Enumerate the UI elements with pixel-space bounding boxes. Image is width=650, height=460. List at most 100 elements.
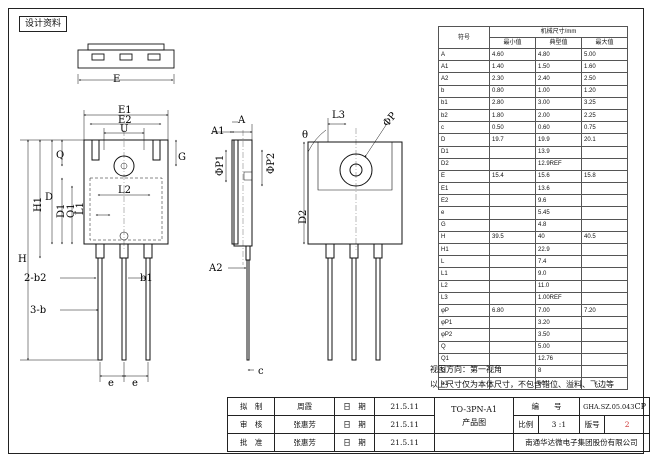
code-suffix: CP	[634, 402, 646, 411]
date-2: 21.5.11	[373, 415, 436, 434]
table-cell-value: 7.4	[535, 255, 582, 269]
front-view	[83, 130, 169, 361]
table-cell-symbol: E1	[438, 182, 490, 196]
table-cell-value: 40	[535, 230, 582, 245]
note-view-direction: 视图方向：第一视角	[430, 365, 502, 374]
table-cell-value: 2.40	[535, 72, 582, 86]
table-cell-value: 0.50	[489, 121, 536, 135]
label-scale: 比例	[512, 415, 539, 434]
dim-A: A	[237, 115, 246, 126]
table-cell-symbol: b2	[438, 108, 490, 123]
table-cell-value	[581, 340, 628, 354]
table-cell-value: 1.50	[535, 60, 582, 74]
drawing-frame	[8, 8, 644, 454]
table-cell-value	[489, 255, 536, 269]
header-typ: 典型值	[535, 37, 582, 49]
dim-P1: ΦP1	[215, 155, 226, 176]
dim-L1: L1	[75, 202, 86, 215]
table-cell-value	[489, 279, 536, 293]
table-cell-value: 9.6	[535, 194, 582, 208]
table-cell-value: 15.6	[535, 169, 582, 184]
table-cell-value: 39.5	[489, 230, 536, 245]
dim-L3: L3	[332, 110, 345, 121]
label-code: 编 号	[512, 397, 581, 416]
table-cell-value	[581, 242, 628, 257]
code-prefix: GHA.SZ.05.043	[583, 403, 635, 411]
dim-E-top: E	[113, 74, 120, 85]
table-cell-value: 19.7	[489, 133, 536, 147]
table-cell-value	[581, 279, 628, 293]
table-cell-value: 0.80	[489, 84, 536, 98]
table-cell-value	[581, 267, 628, 281]
table-cell-symbol: φP2	[438, 328, 490, 342]
table-cell-value: 5.00	[581, 47, 628, 62]
table-cell-value: 1.80	[489, 108, 536, 123]
dim-P2: ΦP2	[266, 153, 277, 174]
dim-2-b2: 2-b2	[24, 273, 47, 284]
dim-G: G	[178, 152, 186, 163]
table-cell-value: 2.50	[581, 72, 628, 86]
table-cell-value: 11.0	[535, 279, 582, 293]
table-cell-symbol: b	[438, 84, 490, 98]
dim-e-right: e	[132, 378, 138, 389]
table-cell-value	[489, 242, 536, 257]
label-approve: 批 准	[226, 433, 276, 452]
table-cell-value: 2.80	[489, 96, 536, 110]
table-cell-value: 2.00	[535, 108, 582, 123]
table-cell-value	[581, 194, 628, 208]
dim-theta: θ	[302, 130, 308, 141]
table-cell-value	[581, 182, 628, 196]
scale-value: 3 :1	[537, 415, 581, 434]
document-code: GHA.SZ.05.043CP	[579, 397, 650, 416]
table-cell-symbol: A1	[438, 60, 490, 74]
table-cell-symbol: c	[438, 121, 490, 135]
notes: 视图方向：第一视角 以上尺寸仅为本体尺寸，不包含错位、溢料、飞边等	[430, 362, 614, 392]
table-cell-value: 4.60	[489, 47, 536, 62]
table-cell-value: 4.80	[535, 47, 582, 62]
table-cell-value	[581, 255, 628, 269]
part-number: TO-3PN-A1	[451, 404, 498, 414]
dim-D2: D2	[298, 210, 309, 224]
table-cell-value	[581, 218, 628, 232]
dim-A1: A1	[210, 126, 225, 137]
dim-A2: A2	[208, 263, 223, 274]
table-cell-symbol: E	[438, 169, 490, 184]
dim-c: c	[258, 366, 264, 377]
table-cell-value: 0.75	[581, 121, 628, 135]
dim-H1: H1	[33, 197, 44, 212]
table-cell-symbol: D2	[438, 157, 490, 171]
table-cell-value	[489, 206, 536, 220]
table-cell-value	[489, 157, 536, 171]
label-date-3: 日 期	[334, 433, 375, 452]
table-cell-value: 9.0	[535, 267, 582, 281]
table-cell-value: 2.30	[489, 72, 536, 86]
table-cell-value	[581, 377, 628, 391]
header-max: 最大值	[581, 37, 628, 49]
table-cell-value	[489, 316, 536, 330]
dim-U: U	[120, 124, 128, 135]
label-date-1: 日 期	[334, 397, 375, 416]
table-cell-symbol: b1	[438, 96, 490, 110]
dim-D1: D1	[56, 204, 67, 218]
side-view	[231, 130, 253, 361]
table-cell-symbol: G	[438, 218, 490, 232]
top-view	[77, 43, 175, 84]
dim-E1: E1	[118, 105, 132, 116]
drawing-type: 产品图	[462, 417, 487, 427]
table-cell-value	[489, 328, 536, 342]
